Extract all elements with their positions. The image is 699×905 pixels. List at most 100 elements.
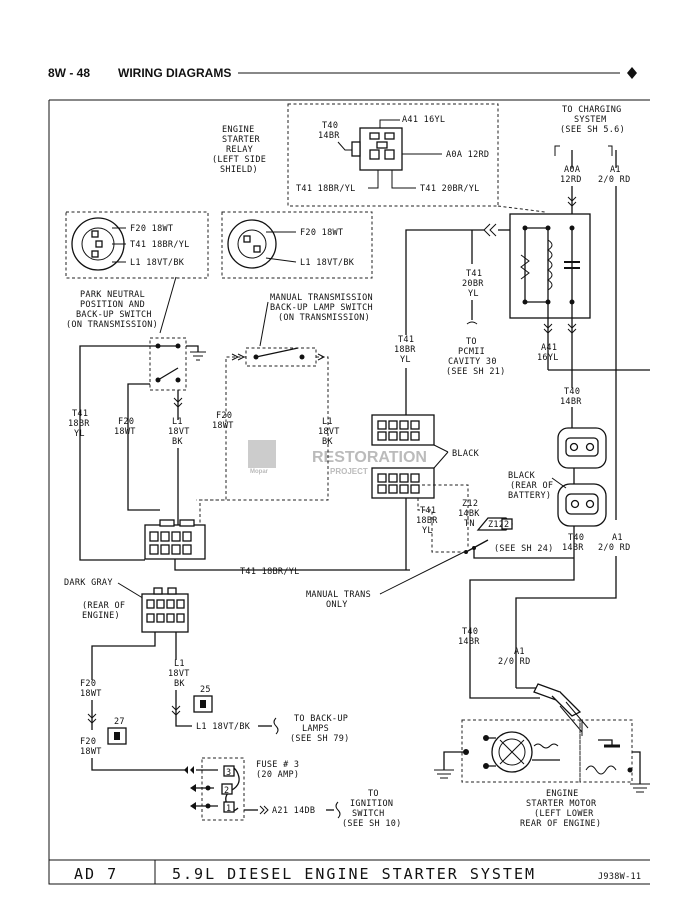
mtx-detail-wire-f20: F20 18WT xyxy=(300,228,343,238)
svg-text:(20 AMP): (20 AMP) xyxy=(256,770,299,780)
pcm-destination: TO PCMII CAVITY 30 (SEE SH 21) xyxy=(446,337,506,377)
fuse-label: FUSE # 3 (20 AMP) xyxy=(256,760,299,780)
svg-text:ENGINE: ENGINE xyxy=(222,125,255,135)
connector-27-label: 27 xyxy=(114,717,125,727)
svg-text:BK: BK xyxy=(172,437,183,447)
starter-motor-label: ENGINE STARTER MOTOR (LEFT LOWER REAR OF… xyxy=(520,789,601,829)
pnp-detail-wire-f20: F20 18WT xyxy=(130,224,173,234)
page-number: 8W - 48 xyxy=(48,66,90,80)
svg-text:PCMII: PCMII xyxy=(458,347,485,357)
wire-label-l1-right: L1 xyxy=(322,417,333,427)
svg-text:16YL: 16YL xyxy=(537,353,559,363)
starter-ground-icon xyxy=(434,769,454,779)
fuse-pin-2: 2 xyxy=(224,786,229,796)
wire-label-f20-lower1: F20 xyxy=(80,679,96,689)
svg-text:LAMPS: LAMPS xyxy=(302,724,329,734)
svg-text:TO CHARGING: TO CHARGING xyxy=(562,105,622,115)
svg-text:YL: YL xyxy=(74,429,85,439)
charging-wire-a1: A1 xyxy=(610,165,621,175)
header-diamond-icon xyxy=(627,67,637,79)
relay-connector-face xyxy=(351,127,403,171)
svg-text:IGNITION: IGNITION xyxy=(350,799,393,809)
svg-text:SWITCH: SWITCH xyxy=(352,809,385,819)
diagram-frame xyxy=(48,100,650,885)
motor-ground-icon xyxy=(630,783,650,793)
svg-text:20BR: 20BR xyxy=(462,279,484,289)
fuse-pin-1: 1 xyxy=(226,804,231,814)
wire-label-l1-lower: L1 xyxy=(174,659,185,669)
relay-label: ENGINE STARTER RELAY (LEFT SIDE SHIELD) xyxy=(212,125,266,175)
pnp-switch-blade xyxy=(157,367,179,381)
label-rear-engine: (REAR OF ENGINE) xyxy=(82,601,125,621)
svg-text:14BR: 14BR xyxy=(562,543,584,553)
svg-text:ONLY: ONLY xyxy=(326,600,348,610)
dark-gray-connector xyxy=(141,587,189,633)
svg-text:(SEE SH 21): (SEE SH 21) xyxy=(446,367,506,377)
manual-trans-switch xyxy=(465,539,489,553)
svg-text:ENGINE: ENGINE xyxy=(546,789,579,799)
svg-text:BK: BK xyxy=(174,679,185,689)
transmission-connector xyxy=(144,519,206,560)
label-dark-gray: DARK GRAY xyxy=(64,578,113,588)
wire-label-a1-c: A1 xyxy=(514,647,525,657)
svg-text:(ON TRANSMISSION): (ON TRANSMISSION) xyxy=(278,313,370,323)
svg-text:(SEE SH 5.6): (SEE SH 5.6) xyxy=(560,125,625,135)
battery-connector xyxy=(557,483,607,527)
svg-text:18VT: 18VT xyxy=(318,427,340,437)
svg-text:(ON TRANSMISSION): (ON TRANSMISSION) xyxy=(66,320,158,330)
black-connector-1 xyxy=(371,414,435,446)
wire-label-l1-backup: L1 18VT/BK xyxy=(196,722,251,732)
wire-label-t41-left: T41 xyxy=(72,409,88,419)
wire-label-t40-c: T40 xyxy=(462,627,478,637)
wire-label-t41-lower: T41 xyxy=(420,506,436,516)
footer-figure-id: J938W-11 xyxy=(598,872,641,882)
svg-text:18WT: 18WT xyxy=(80,689,102,699)
svg-text:2/0 RD: 2/0 RD xyxy=(498,657,531,667)
svg-text:BLACK: BLACK xyxy=(508,471,536,481)
section-title: WIRING DIAGRAMS xyxy=(118,66,231,80)
backup-lamps-destination: TO BACK-UP LAMPS (SEE SH 79) xyxy=(290,714,350,744)
wire-label-t41-pcm: T41 xyxy=(466,269,482,279)
svg-text:ENGINE): ENGINE) xyxy=(82,611,120,621)
svg-text:RELAY: RELAY xyxy=(226,145,253,155)
svg-text:TO: TO xyxy=(368,789,379,799)
svg-text:TN: TN xyxy=(464,519,475,529)
t41-horizontal-wire xyxy=(174,559,410,571)
z12-flag-number: 2 xyxy=(504,520,509,530)
wire-label-f20-mid: F20 xyxy=(216,411,232,421)
svg-text:POSITION AND: POSITION AND xyxy=(80,300,145,310)
black-connector-2 xyxy=(371,467,435,499)
watermark-brand: Mopar xyxy=(250,469,269,475)
mtx-switch-label: MANUAL TRANSMISSION BACK-UP LAMP SWITCH … xyxy=(270,293,373,323)
svg-text:14BK: 14BK xyxy=(458,509,480,519)
svg-text:BACK-UP LAMP SWITCH: BACK-UP LAMP SWITCH xyxy=(270,303,373,313)
label-black-2: BLACK (REAR OF BATTERY) xyxy=(508,471,553,501)
mtx-detail-box xyxy=(221,211,373,279)
charging-bracket xyxy=(554,145,613,156)
svg-text:TO BACK-UP: TO BACK-UP xyxy=(294,714,348,724)
svg-text:(SEE SH 10): (SEE SH 10) xyxy=(342,819,402,829)
svg-text:STARTER MOTOR: STARTER MOTOR xyxy=(526,799,597,809)
svg-text:MANUAL TRANSMISSION: MANUAL TRANSMISSION xyxy=(270,293,373,303)
wire-label-a1-b: A1 xyxy=(612,533,623,543)
ground-icon xyxy=(190,351,206,361)
pnp-switch-label: PARK NEUTRAL POSITION AND BACK-UP SWITCH… xyxy=(66,290,158,330)
footer-title: 5.9L DIESEL ENGINE STARTER SYSTEM xyxy=(172,865,536,883)
svg-text:(REAR OF: (REAR OF xyxy=(82,601,125,611)
relay-detail-box xyxy=(287,103,499,207)
svg-text:18WT: 18WT xyxy=(80,747,102,757)
wire-label-l1-mid: L1 xyxy=(172,417,183,427)
svg-text:BACK-UP SWITCH: BACK-UP SWITCH xyxy=(76,310,152,320)
wire-label-t41-horiz: T41 18BR/YL xyxy=(240,567,300,577)
relay-wire-a0a: A0A 12RD xyxy=(446,150,489,160)
svg-text:MANUAL TRANS: MANUAL TRANS xyxy=(306,590,371,600)
svg-text:(SEE SH 79): (SEE SH 79) xyxy=(290,734,350,744)
svg-text:(LEFT LOWER: (LEFT LOWER xyxy=(534,809,594,819)
svg-text:YL: YL xyxy=(468,289,479,299)
relay-wire-a41: A41 16YL xyxy=(402,115,445,125)
ignition-switch-destination: TO IGNITION SWITCH (SEE SH 10) xyxy=(342,789,402,829)
starter-relay-connector xyxy=(557,427,607,469)
relay-resistor-icon xyxy=(520,254,530,280)
wire-label-a21: A21 14DB xyxy=(272,806,315,816)
